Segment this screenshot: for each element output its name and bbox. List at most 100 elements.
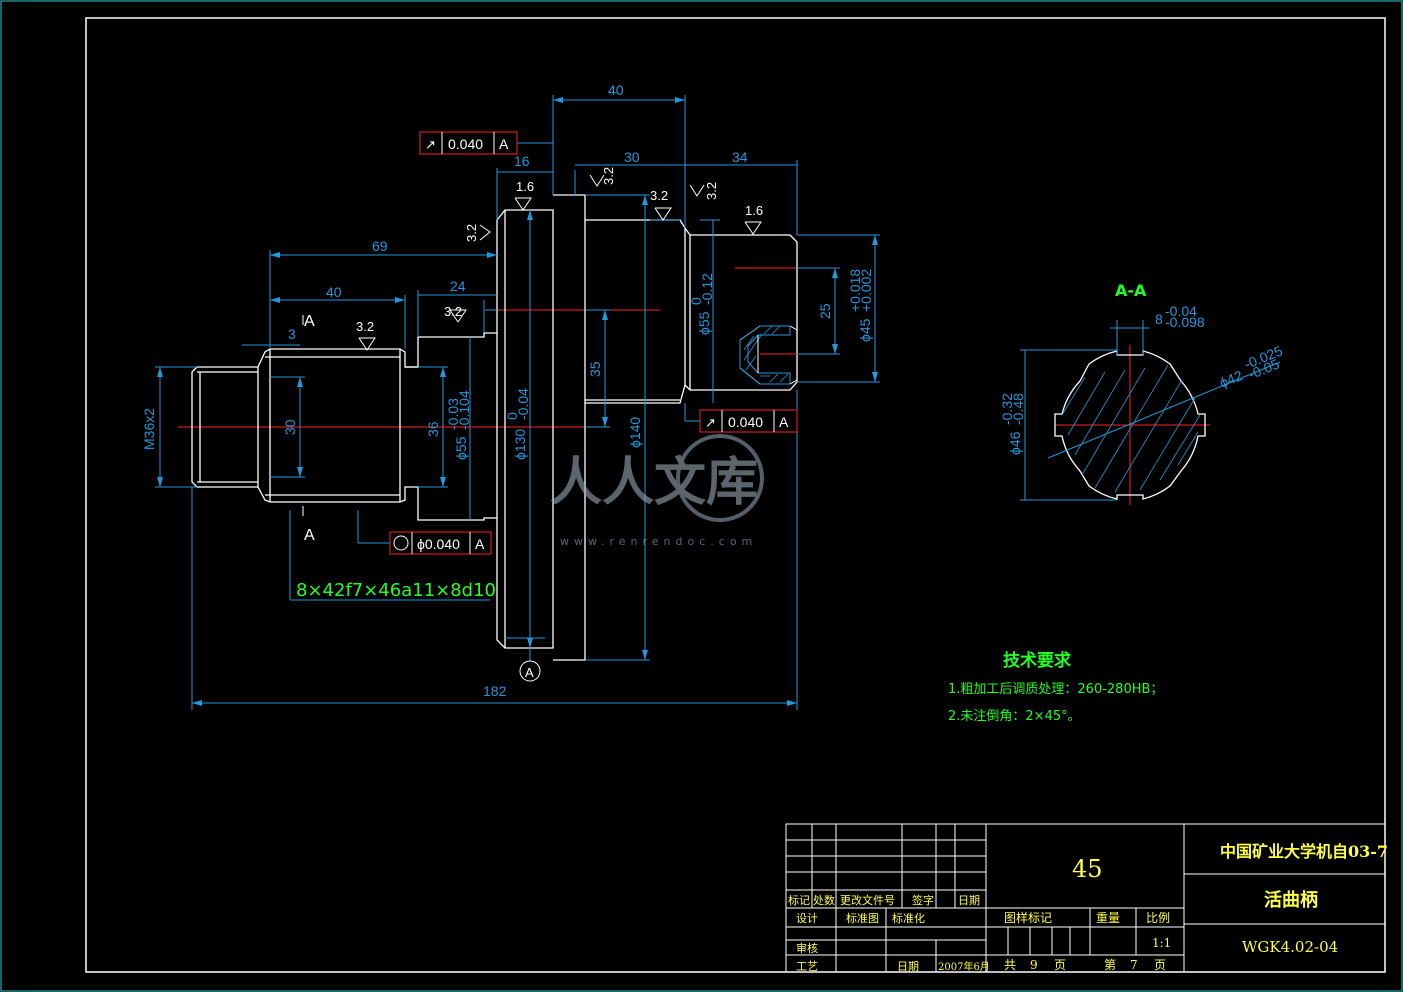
dim-16: 16 bbox=[514, 153, 530, 169]
total-page-label: 页 bbox=[1054, 958, 1066, 972]
dimension-texts: 40 16 30 34 69 40 24 3 182 M36x2 30 36 3… bbox=[141, 82, 1285, 699]
dim-45-tol-upper: +0.018 bbox=[847, 269, 863, 312]
tol-right-value: 0.040 bbox=[728, 414, 763, 430]
runout-icon-top: ↗ bbox=[425, 137, 436, 152]
watermark-url: www.renrendoc.com bbox=[560, 535, 757, 548]
dim-35: 35 bbox=[587, 361, 603, 377]
sheet-label: 第 bbox=[1104, 958, 1116, 972]
check-label: 审核 bbox=[796, 941, 818, 955]
dim-55-top-tol-upper: 0 bbox=[688, 297, 704, 305]
roughness-6: 3.2 bbox=[601, 167, 616, 185]
hdr-count: 处数 bbox=[813, 894, 835, 907]
datum-a-label: A bbox=[525, 665, 534, 680]
dim-spline-width-tol-lower: -0.098 bbox=[1165, 314, 1205, 330]
date-value: 2007年6月 bbox=[938, 960, 990, 973]
dim-130-tol-upper: 0 bbox=[504, 412, 520, 420]
dim-55-top: ϕ55 bbox=[696, 311, 712, 335]
spline-spec: 8×42f7×46a11×8d10 bbox=[296, 580, 496, 601]
dim-24: 24 bbox=[450, 278, 466, 294]
stage-label: 图样标记 bbox=[1004, 910, 1052, 925]
sheet-page-label: 页 bbox=[1154, 958, 1166, 972]
part-name: 活曲柄 bbox=[1264, 889, 1318, 911]
hdr-date: 日期 bbox=[958, 894, 980, 907]
dim-46-tol-lower: -0.48 bbox=[1010, 393, 1026, 425]
roughness-symbols bbox=[358, 174, 762, 351]
dim-55-bottom-tol-lower: -0.104 bbox=[456, 390, 472, 430]
roughness-values: 1.6 3.2 3.2 3.2 1.6 3.2 3.2 3.2 bbox=[356, 167, 763, 334]
dim-spline-width: 8 bbox=[1155, 311, 1163, 327]
roughness-5: 1.6 bbox=[745, 203, 763, 218]
dim-42: ϕ42 bbox=[1217, 367, 1245, 391]
roughness-4: 3.2 bbox=[650, 188, 668, 203]
tol-right-datum: A bbox=[779, 414, 789, 430]
dim-m36: M36x2 bbox=[141, 408, 157, 450]
dim-140: ϕ140 bbox=[627, 417, 643, 448]
tol-top-datum: A bbox=[499, 136, 509, 152]
section-mark-bottom: A bbox=[304, 527, 315, 544]
dim-30-v: 30 bbox=[282, 419, 298, 435]
section-title: A-A bbox=[1115, 281, 1147, 300]
dim-40-left: 40 bbox=[326, 284, 342, 300]
hdr-sign: 签字 bbox=[912, 893, 934, 907]
dim-30: 30 bbox=[624, 149, 640, 165]
tolerance-frames bbox=[302, 131, 798, 682]
sheet-number: 7 bbox=[1130, 958, 1138, 972]
dim-spline-width-tol-upper: -0.04 bbox=[1165, 303, 1197, 319]
school-name: 中国矿业大学机自03-7 bbox=[1220, 842, 1388, 861]
dim-45-tol-lower: +0.002 bbox=[858, 269, 874, 312]
date-label: 日期 bbox=[897, 960, 919, 973]
hdr-mark: 标记 bbox=[788, 893, 810, 907]
roughness-7: 3.2 bbox=[704, 182, 719, 200]
tol-bottom-value: ϕ0.040 bbox=[417, 536, 460, 552]
std1-label: 标准图 bbox=[846, 911, 879, 925]
tolerance-texts: ↗ 0.040 A ↗ 0.040 A ϕ0.040 A bbox=[417, 136, 789, 552]
weight-label: 重量 bbox=[1096, 911, 1120, 925]
dim-130-tol-lower: -0.04 bbox=[515, 388, 531, 420]
total-number: 9 bbox=[1030, 958, 1038, 972]
inner-border bbox=[85, 17, 1386, 973]
notes-line-1: 1.粗加工后调质处理：260-280HB； bbox=[948, 682, 1163, 697]
section-mark-top: A bbox=[304, 313, 315, 330]
dim-55-top-tol-lower: -0.12 bbox=[699, 273, 715, 305]
tol-top-value: 0.040 bbox=[448, 136, 483, 152]
std2-label: 标准化 bbox=[892, 911, 925, 925]
hdr-file: 更改文件号 bbox=[840, 893, 895, 907]
dim-130: ϕ130 bbox=[512, 429, 528, 460]
designer-label: 设计 bbox=[796, 912, 818, 925]
dim-55-bottom: ϕ55 bbox=[453, 436, 469, 460]
drawing-number: WGK4.02-04 bbox=[1242, 938, 1338, 956]
roughness-2: 3.2 bbox=[444, 304, 462, 319]
dim-34: 34 bbox=[732, 149, 748, 165]
notes-title: 技术要求 bbox=[1003, 650, 1071, 671]
watermark-text: 人人文库 bbox=[550, 453, 758, 513]
dim-69: 69 bbox=[372, 238, 388, 254]
dim-45: ϕ45 bbox=[857, 318, 873, 342]
ratio-label: 比例 bbox=[1146, 911, 1170, 925]
watermark: 人人文库 www.renrendoc.com bbox=[550, 434, 764, 548]
technical-requirements: 技术要求 1.粗加工后调质处理：260-280HB； 2.未注倒角：2×45°。 bbox=[948, 650, 1163, 724]
title-block bbox=[785, 823, 1386, 973]
dim-46: ϕ46 bbox=[1007, 431, 1023, 455]
arrowheads bbox=[157, 97, 878, 706]
dim-55-bottom-tol-upper: -0.03 bbox=[445, 398, 461, 430]
center-hole bbox=[739, 325, 798, 385]
roughness-1: 1.6 bbox=[516, 179, 534, 194]
dim-25: 25 bbox=[817, 303, 833, 319]
notes-line-2: 2.未注倒角：2×45°。 bbox=[948, 709, 1081, 724]
dim-46-tol-upper: -0.32 bbox=[999, 393, 1015, 425]
process-label: 工艺 bbox=[796, 960, 818, 973]
roughness-3: 3.2 bbox=[356, 319, 374, 334]
material: 45 bbox=[1072, 855, 1103, 883]
labels: A A A 8×42f7×46a11×8d10 A-A bbox=[296, 281, 1147, 680]
dim-40-top: 40 bbox=[608, 82, 624, 98]
dimension-lines bbox=[155, 95, 880, 710]
tol-bottom-datum: A bbox=[475, 536, 485, 552]
dim-3: 3 bbox=[288, 326, 296, 342]
dim-36: 36 bbox=[425, 421, 441, 437]
dim-182: 182 bbox=[483, 683, 507, 699]
roughness-8: 3.2 bbox=[464, 224, 479, 242]
section-a-a bbox=[1020, 320, 1281, 501]
ratio-value: 1:1 bbox=[1152, 936, 1171, 950]
runout-icon-right: ↗ bbox=[705, 415, 716, 430]
